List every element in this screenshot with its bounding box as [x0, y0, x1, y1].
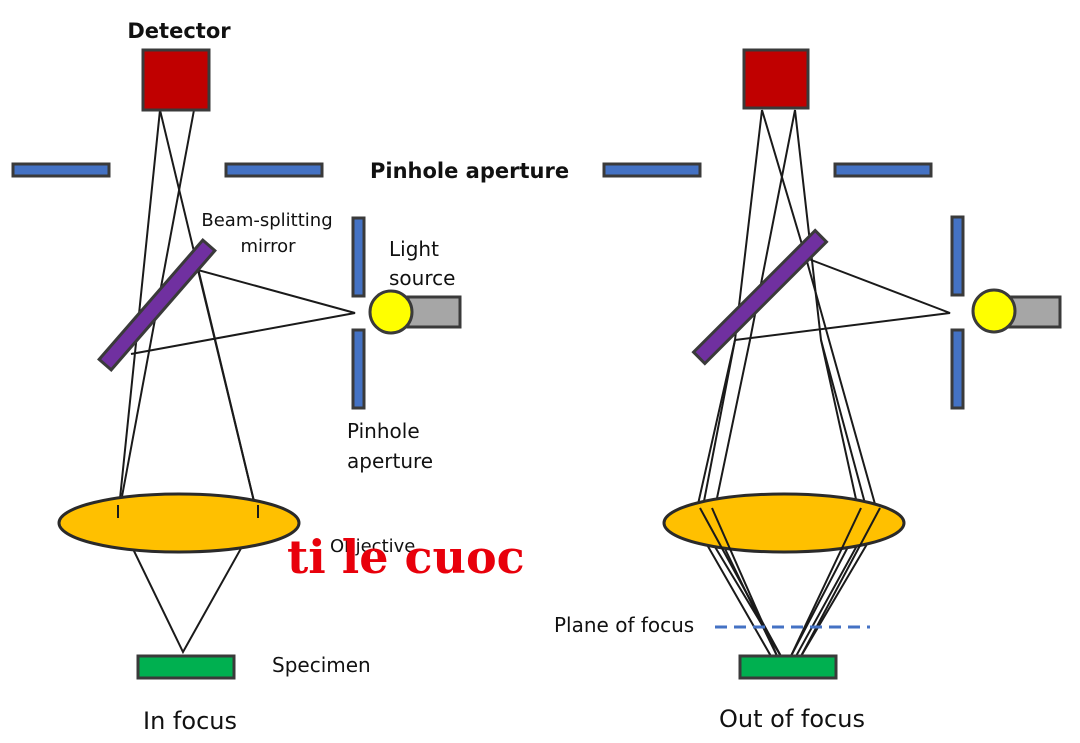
light-housing-left	[406, 295, 462, 329]
pinhole-aperture-side-label-2: aperture	[347, 449, 433, 473]
ray-under-c	[799, 507, 881, 659]
plane-of-focus-label: Plane of focus	[554, 613, 694, 637]
watermark: ti le cuoc	[287, 530, 525, 584]
pinhole-aperture-top-right-1	[602, 162, 702, 178]
pinhole-aperture-side-bottom-right	[950, 328, 965, 410]
pinhole-aperture-top-left-2	[224, 162, 324, 178]
detector-left	[141, 48, 211, 112]
pinhole-aperture-side-label-1: Pinhole	[347, 419, 420, 443]
objective-lens-left	[57, 492, 301, 554]
out-of-focus-diagram	[602, 48, 1062, 680]
pinhole-aperture-top-left-1	[11, 162, 111, 178]
pinhole-aperture-top-label: Pinhole aperture	[370, 159, 569, 183]
ray-b	[789, 109, 863, 659]
pinhole-aperture-side-bottom-left	[351, 328, 366, 410]
specimen-right	[738, 654, 838, 680]
detector-right	[742, 48, 810, 110]
objective-label: Objective	[330, 536, 415, 557]
light-source-label-1: Light	[389, 237, 439, 261]
in-focus-caption: In focus	[143, 707, 237, 735]
light-bulb-right	[971, 288, 1017, 334]
ray-c	[761, 109, 882, 659]
light-bulb-left	[368, 289, 414, 335]
ray-cross-right	[159, 109, 259, 519]
beam-splitting-mirror-right	[691, 228, 829, 366]
out-of-focus-rays	[692, 109, 951, 659]
ray-under-d	[711, 507, 779, 659]
objective-lens-right	[662, 492, 906, 554]
beam-splitting-mirror-label-1: Beam-splitting	[201, 210, 332, 231]
detector-label: Detector	[127, 19, 231, 43]
beam-splitting-mirror-left	[97, 238, 217, 372]
out-of-focus-caption: Out of focus	[719, 705, 865, 733]
specimen-left	[136, 654, 236, 680]
ray-source	[734, 257, 951, 341]
ray-under-a	[699, 507, 783, 659]
in-focus-diagram	[11, 48, 462, 680]
pinhole-aperture-side-top-right	[950, 215, 965, 297]
ray-a	[698, 109, 783, 659]
beam-splitting-mirror-label-2: mirror	[240, 236, 296, 257]
pinhole-aperture-top-right-2	[833, 162, 933, 178]
ray-under-b	[789, 507, 862, 659]
specimen-label: Specimen	[272, 653, 371, 677]
pinhole-aperture-side-top-left	[351, 216, 366, 298]
light-source-label-2: source	[389, 266, 455, 290]
